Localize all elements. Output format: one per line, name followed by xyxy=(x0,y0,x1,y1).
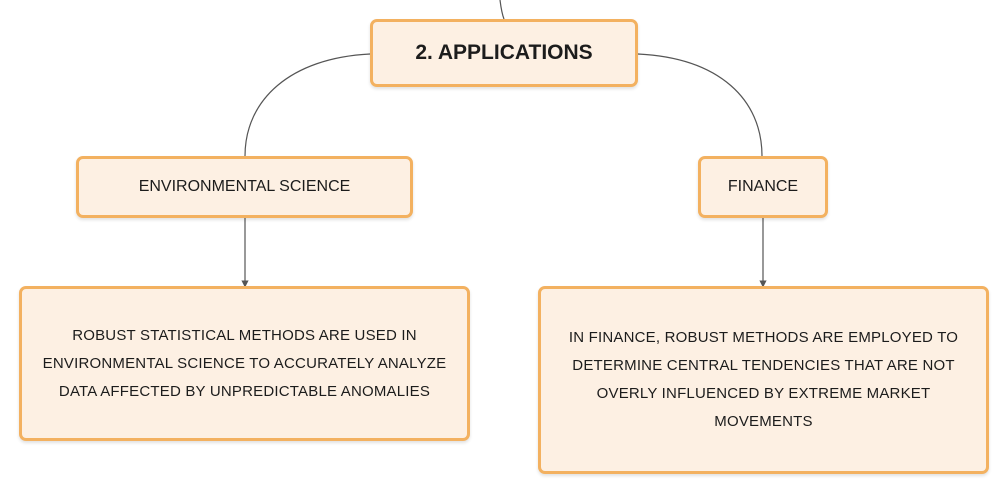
connector-root-to-finance xyxy=(637,53,763,157)
detail-node-text: ROBUST STATISTICAL METHODS ARE USED IN E… xyxy=(42,326,447,400)
connector-root-to-environmental-science xyxy=(244,53,371,157)
detail-node-finance[interactable]: IN FINANCE, ROBUST METHODS ARE EMPLOYED … xyxy=(538,286,989,474)
detail-node-environmental-science[interactable]: ROBUST STATISTICAL METHODS ARE USED IN E… xyxy=(19,286,470,441)
branch-node-environmental-science[interactable]: ENVIRONMENTAL SCIENCE xyxy=(76,156,413,218)
root-node-label: 2. APPLICATIONS xyxy=(415,41,593,64)
connector-parent-to-root xyxy=(499,0,505,20)
branch-node-label: FINANCE xyxy=(727,178,799,195)
detail-node-text: IN FINANCE, ROBUST METHODS ARE EMPLOYED … xyxy=(568,329,959,430)
branch-node-finance[interactable]: FINANCE xyxy=(698,156,828,218)
root-node[interactable]: 2. APPLICATIONS xyxy=(370,19,638,87)
branch-node-label: ENVIRONMENTAL SCIENCE xyxy=(138,178,351,195)
